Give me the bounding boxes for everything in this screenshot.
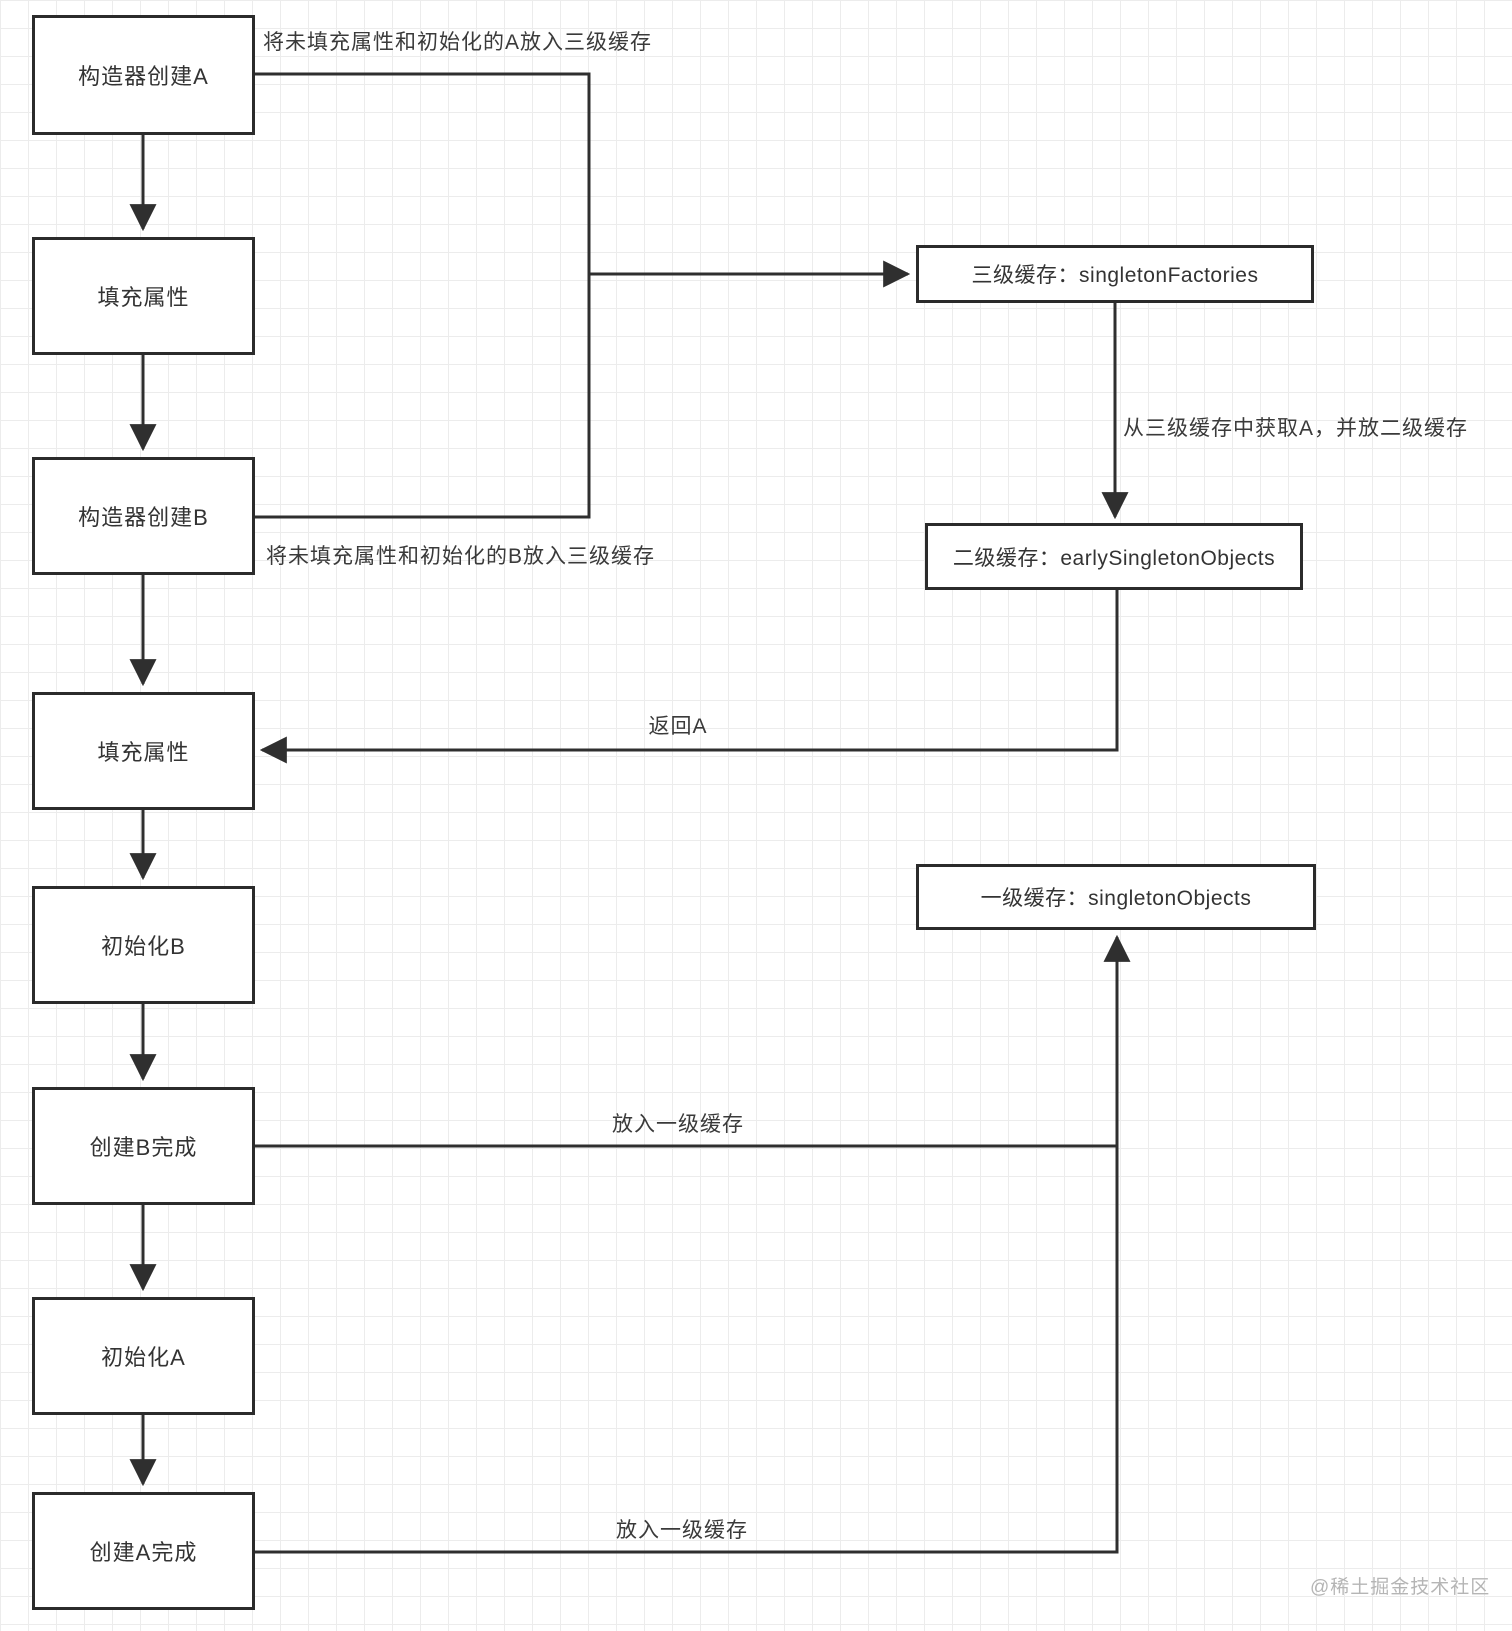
- node-b-done-label: 创建B完成: [89, 1135, 198, 1160]
- node-init-b: 初始化B: [32, 886, 255, 1004]
- node-init-a: 初始化A: [32, 1297, 255, 1415]
- node-l2-cache: 二级缓存：earlySingletonObjects: [925, 523, 1303, 590]
- node-l1-cache: 一级缓存：singletonObjects: [916, 864, 1316, 930]
- node-populate-a: 填充属性: [32, 237, 255, 355]
- node-create-b-label: 构造器创建B: [78, 505, 209, 530]
- node-init-a-label: 初始化A: [101, 1345, 186, 1370]
- node-populate-a-label: 填充属性: [97, 285, 190, 310]
- node-populate-b: 填充属性: [32, 692, 255, 810]
- edge-label-put-b-into-l3: 将未填充属性和初始化的B放入三级缓存: [266, 545, 656, 568]
- node-l1-cache-label: 一级缓存：singletonObjects: [980, 887, 1252, 910]
- node-l2-cache-label: 二级缓存：earlySingletonObjects: [952, 546, 1276, 570]
- node-create-b: 构造器创建B: [32, 457, 255, 575]
- node-b-done: 创建B完成: [32, 1087, 255, 1205]
- node-a-done: 创建A完成: [32, 1492, 255, 1610]
- node-a-done-label: 创建A完成: [89, 1540, 198, 1565]
- watermark-juejin: @稀土掘金技术社区: [1310, 1577, 1491, 1598]
- node-l3-cache: 三级缓存：singletonFactories: [916, 245, 1314, 303]
- edge-label-put-a-into-l1: 放入一级缓存: [616, 1519, 748, 1542]
- node-l3-cache-label: 三级缓存：singletonFactories: [971, 264, 1259, 287]
- edge-label-put-b-into-l1: 放入一级缓存: [612, 1113, 744, 1136]
- edge-label-put-a-into-l3: 将未填充属性和初始化的A放入三级缓存: [263, 31, 653, 54]
- node-init-b-label: 初始化B: [101, 934, 186, 959]
- line-a-b-to-l3-junction: [255, 72, 591, 519]
- arrow-l2-return-a: [259, 590, 1119, 764]
- edge-label-fetch-a-to-l2: 从三级缓存中获取A，并放二级缓存: [1123, 417, 1469, 440]
- arrow-a-done-to-l1: [255, 934, 1131, 1554]
- edge-label-return-a: 返回A: [648, 715, 708, 738]
- node-populate-b-label: 填充属性: [97, 740, 190, 765]
- node-create-a-label: 构造器创建A: [78, 64, 209, 89]
- node-create-a: 构造器创建A: [32, 15, 255, 135]
